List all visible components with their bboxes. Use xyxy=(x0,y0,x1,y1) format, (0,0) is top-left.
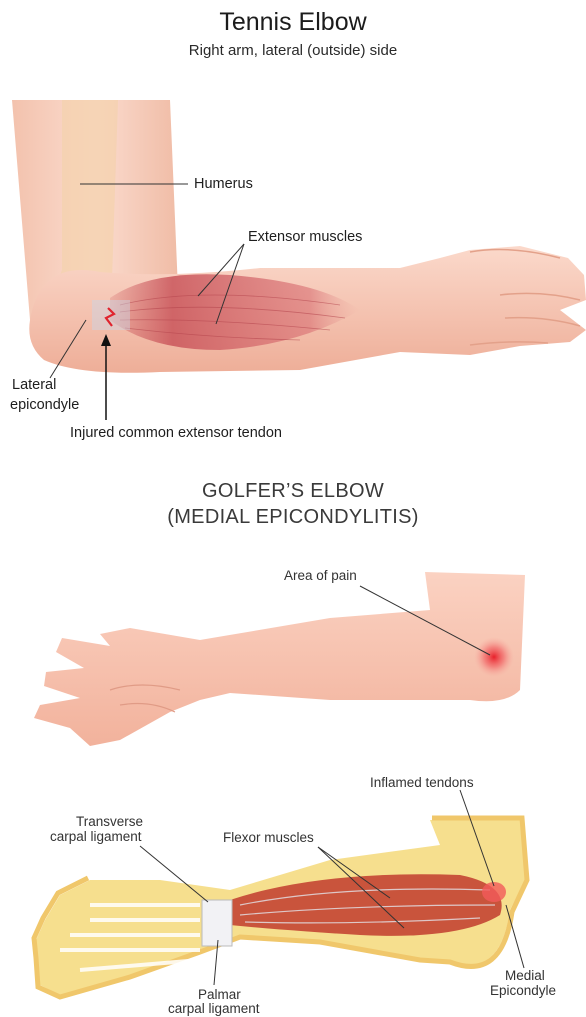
palmar-carpal-ligament-label-line2: carpal ligament xyxy=(168,1001,260,1016)
medial-epicondyle-label-line1: Medial xyxy=(505,968,545,983)
palmar-carpal-ligament-label-line1: Palmar xyxy=(198,987,241,1002)
golfer-arm xyxy=(34,572,525,746)
transverse-carpal-ligament xyxy=(202,900,232,946)
transverse-carpal-ligament-label-line1: Transverse xyxy=(76,814,143,829)
transverse-carpal-ligament-label-line2: carpal ligament xyxy=(50,829,142,844)
medial-epicondyle-label-line2: Epicondyle xyxy=(490,983,556,998)
area-of-pain-label: Area of pain xyxy=(284,568,357,583)
flexor-muscles-label: Flexor muscles xyxy=(223,830,314,845)
inflamed-tendons-label: Inflamed tendons xyxy=(370,775,474,790)
pain-spot-icon xyxy=(474,637,514,677)
